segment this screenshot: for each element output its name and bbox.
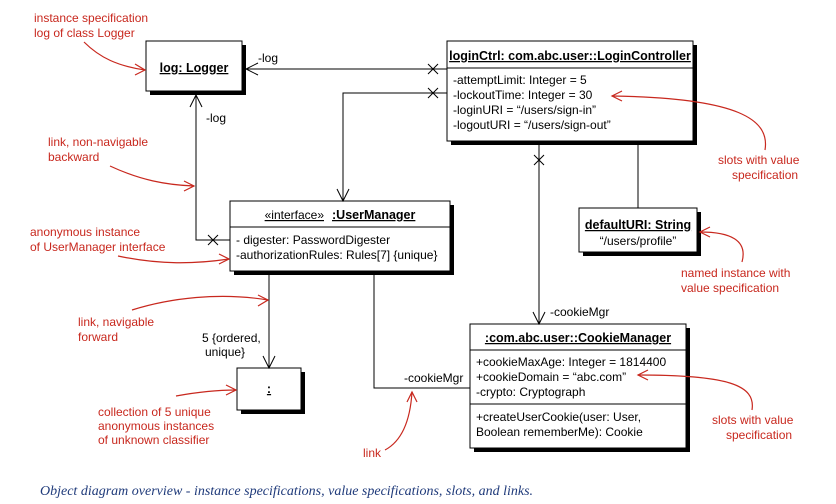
annotation-named-instance-line1: named instance with [681, 266, 790, 280]
annotation-instance-spec-line2: log of class Logger [34, 26, 135, 40]
user-manager-title-line: «interface» :UserManager [265, 206, 416, 223]
link-label-log-left: -log [206, 111, 226, 125]
anonymous-collection-title: : [267, 382, 271, 396]
annotation-collection-line3: of unknown classifier [98, 433, 209, 447]
annotation-link-nav-line1: link, navigable [78, 315, 154, 329]
annotation-collection: collection of 5 unique anonymous instanc… [98, 384, 238, 447]
annotation-named-instance-line2: value specification [681, 281, 779, 295]
annotation-collection-line1: collection of 5 unique [98, 405, 211, 419]
annotation-anon-instance: anonymous instance of UserManager interf… [30, 225, 231, 265]
annotation-slots-bottom-line2: specification [726, 428, 792, 442]
annotation-link-nav-line2: forward [78, 330, 118, 344]
annotation-link-nonnav-line1: link, non-navigable [48, 135, 148, 149]
default-uri-title: defaultURI: String [585, 218, 691, 232]
user-manager-instance-box: «interface» :UserManager - digester: Pas… [229, 200, 454, 275]
operation-create-user-cookie-line1: +createUserCookie(user: User, [476, 410, 641, 424]
annotation-instance-spec-line1: instance specification [34, 11, 148, 25]
slot-cookie-domain: +cookieDomain = “abc.com” [476, 370, 626, 384]
cookie-manager-title: :com.abc.user::CookieManager [485, 331, 671, 345]
annotation-slots-bottom-line1: slots with value [712, 413, 794, 427]
login-controller-title: loginCtrl: com.abc.user::LoginController [449, 49, 691, 63]
annotation-slots-top: slots with value specification [610, 90, 800, 182]
annotation-anon-instance-line1: anonymous instance [30, 225, 140, 239]
slot-digester: - digester: PasswordDigester [236, 233, 390, 247]
operation-create-user-cookie-line2: Boolean rememberMe): Cookie [476, 425, 643, 439]
slot-lockout-time: -lockoutTime: Integer = 30 [453, 88, 593, 102]
slot-authorization-rules: -authorizationRules: Rules[7] {unique} [236, 248, 437, 262]
multiplicity-line1: 5 {ordered, [202, 331, 261, 345]
link-login-to-user-manager [336, 87, 447, 203]
annotation-slots-bottom: slots with value specification [636, 369, 794, 442]
link-label-cookie-mgr-user: -cookieMgr [404, 371, 463, 385]
slot-login-uri: -loginURI = “/users/sign-in” [453, 103, 596, 117]
logger-instance-box: log: Logger [145, 40, 246, 95]
logger-title: log: Logger [160, 61, 229, 75]
link-label-cookie-mgr-login: -cookieMgr [550, 305, 609, 319]
link-login-to-logger: -log [244, 51, 447, 76]
link-label-log-top: -log [258, 51, 278, 65]
slot-attempt-limit: -attemptLimit: Integer = 5 [453, 73, 587, 87]
annotation-anon-instance-line2: of UserManager interface [30, 240, 166, 254]
annotation-link-nonnav: link, non-navigable backward [48, 135, 196, 192]
link-user-manager-to-collection: 5 {ordered, unique} [202, 271, 276, 370]
annotation-slots-top-line1: slots with value [718, 153, 800, 167]
user-manager-stereotype: «interface» [265, 208, 325, 222]
annotation-named-instance: named instance with value specification [681, 226, 790, 295]
annotation-collection-line2: anonymous instances [98, 419, 214, 433]
diagram-caption: Object diagram overview - instance speci… [40, 484, 533, 499]
multiplicity-line2: unique} [205, 345, 245, 359]
cookie-manager-instance-box: :com.abc.user::CookieManager +cookieMaxA… [469, 323, 690, 452]
annotation-instance-spec: instance specification log of class Logg… [34, 11, 148, 76]
anonymous-collection-box: : [236, 367, 305, 414]
default-uri-value: “/users/profile” [600, 234, 677, 248]
default-uri-instance-box: defaultURI: String “/users/profile” [578, 207, 701, 256]
link-user-manager-to-logger: -log [189, 93, 230, 246]
link-user-manager-to-cookie-manager: -cookieMgr [373, 271, 470, 389]
slot-crypto: -crypto: Cryptograph [476, 385, 585, 399]
annotation-link: link [363, 390, 418, 460]
user-manager-title: :UserManager [332, 208, 415, 222]
slot-logout-uri: -logoutURI = “/users/sign-out” [453, 118, 611, 132]
login-controller-instance-box: loginCtrl: com.abc.user::LoginController… [446, 40, 697, 145]
annotation-link-nonnav-line2: backward [48, 150, 99, 164]
annotation-slots-top-line2: specification [732, 168, 798, 182]
slot-cookie-max-age: +cookieMaxAge: Integer = 1814400 [476, 355, 666, 369]
link-login-to-cookie-manager: -cookieMgr [532, 141, 609, 326]
annotation-link-text: link [363, 446, 382, 460]
annotation-link-nav: link, navigable forward [78, 294, 270, 344]
